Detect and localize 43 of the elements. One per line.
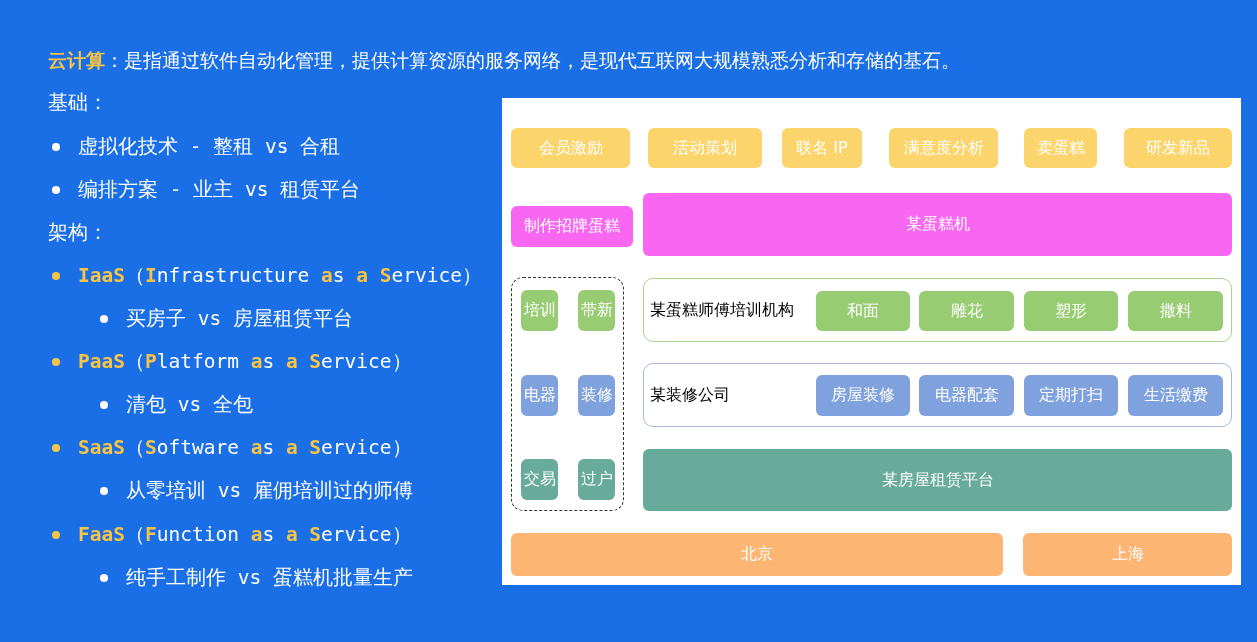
sub-bullet-item: 从零培训 vs 雇佣培训过的师傅 [126,478,413,504]
region-bar: 北京 [511,533,1003,576]
region-bar: 上海 [1023,533,1232,576]
service-tile: 交易 [521,459,558,500]
service-box: 生活缴费 [1128,375,1223,416]
feature-box: 卖蛋糕 [1024,128,1097,168]
service-tile: 过户 [578,459,615,500]
title-text: 云计算：是指通过软件自动化管理，提供计算资源的服务网络，是现代互联网大规模熟悉分析和存储的基石。 [48,48,960,73]
section-heading: 架构： [48,220,108,246]
service-tile: 电器 [521,375,558,416]
bullet-item: 编排方案 - 业主 vs 租赁平台 [78,177,361,203]
platform-bar: 某房屋租赁平台 [643,449,1232,511]
provider-panel [643,363,1232,427]
feature-box: 研发新品 [1124,128,1232,168]
feature-box: 会员激励 [511,128,630,168]
bullet-item: PaaS（Platform as a Service） [78,349,412,375]
service-box: 定期打扫 [1024,375,1118,416]
sub-bullet-item: 纯手工制作 vs 蛋糕机批量生产 [126,565,413,591]
machine-bar: 某蛋糕机 [643,193,1232,256]
bullet-item: IaaS（Infrastructure as a Service） [78,263,482,289]
sub-bullet-item: 买房子 vs 房屋租赁平台 [126,306,353,332]
feature-box: 活动策划 [648,128,762,168]
bullet-item: FaaS（Function as a Service） [78,522,412,548]
service-box: 塑形 [1024,291,1118,331]
service-tile: 培训 [521,290,558,331]
service-box: 撒料 [1128,291,1223,331]
panel-title: 某蛋糕师傅培训机构 [650,299,794,321]
service-box: 房屋装修 [816,375,910,416]
dashed-group-frame [511,277,624,511]
bullet-item: 虚拟化技术 - 整租 vs 合租 [78,134,341,160]
service-box: 雕花 [919,291,1014,331]
product-box: 制作招牌蛋糕 [511,206,633,247]
panel-title: 某装修公司 [650,384,730,406]
provider-panel [643,278,1232,342]
service-box: 电器配套 [919,375,1014,416]
section-heading: 基础： [48,90,108,116]
sub-bullet-item: 清包 vs 全包 [126,392,253,418]
feature-box: 满意度分析 [889,128,998,168]
bullet-item: SaaS（Software as a Service） [78,435,412,461]
service-tile: 装修 [578,375,615,416]
service-box: 和面 [816,291,910,331]
service-tile: 带新 [578,290,615,331]
feature-box: 联名 IP [782,128,862,168]
